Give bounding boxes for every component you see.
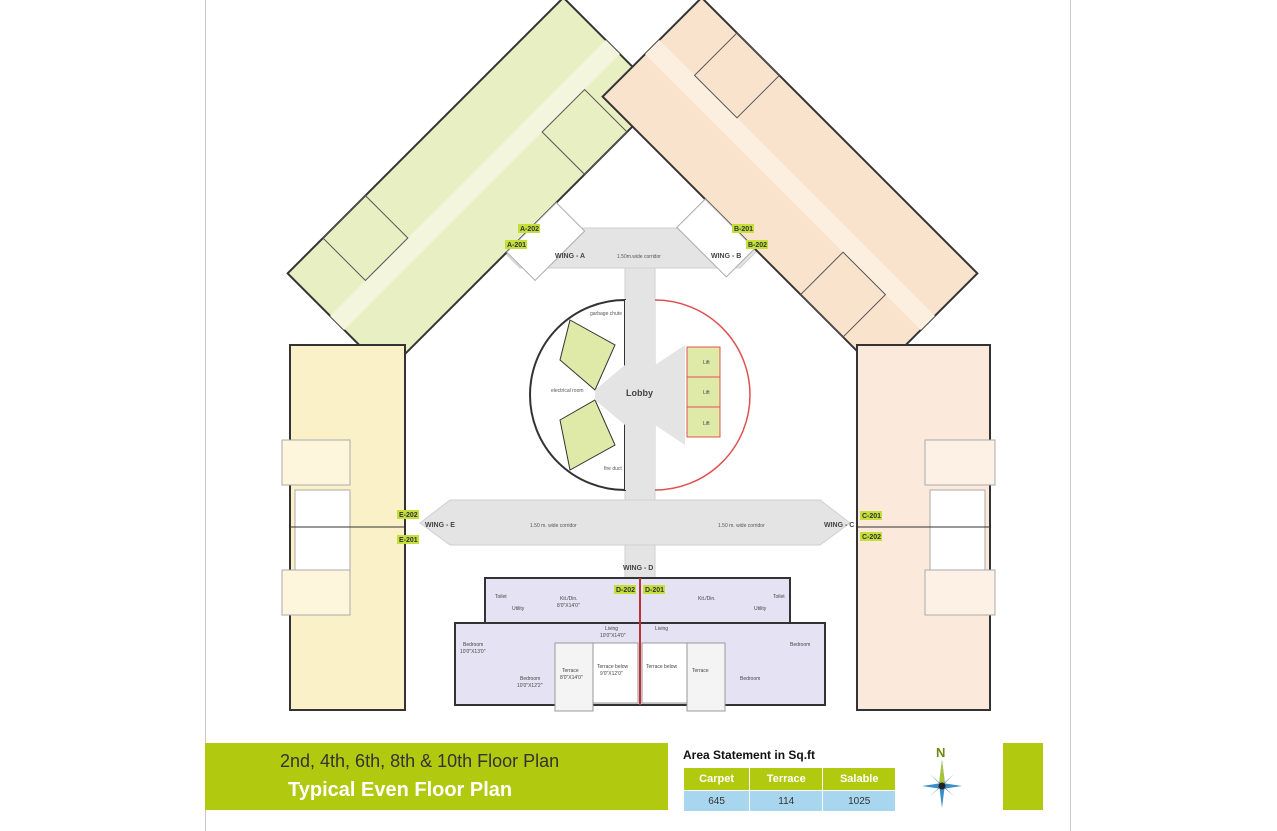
area-statement-heading: Area Statement in Sq.ft <box>683 748 816 762</box>
wing-d-label: WING - D <box>623 565 653 572</box>
wing-b <box>601 0 979 374</box>
wing-c <box>856 344 996 711</box>
wing-e <box>281 344 406 711</box>
room-dim: 10'0"X12'2" <box>517 683 543 689</box>
unit-tag-d202: D-202 <box>616 587 635 594</box>
compass-rose-icon: N <box>922 745 962 808</box>
lobby-label: Lobby <box>626 388 653 398</box>
floor-plan: WING - E WING - C 1.50 m. wide corridor … <box>281 0 996 712</box>
room-terrace-d2: Terrace <box>562 668 579 674</box>
room-living-d1: Living <box>655 626 668 632</box>
room-terrace-below-d1: Terrace below <box>646 664 678 670</box>
wing-a-label: WING - A <box>555 253 585 260</box>
val-carpet: 645 <box>682 790 751 812</box>
lift-label-3: Lift <box>703 421 710 427</box>
room-kitdin-d1: Kit./Din. <box>698 596 716 602</box>
lobby-core <box>529 298 751 492</box>
val-terrace: 114 <box>749 790 824 812</box>
electrical-room-label: electrical room <box>551 388 584 394</box>
area-statement: Area Statement in Sq.ft Carpet Terrace S… <box>682 748 898 812</box>
unit-tags: A-201 A-202 B-201 B-202 C-201 C-202 D-20… <box>397 224 882 594</box>
room-toilet-d2: Toilet <box>495 594 507 600</box>
room-bedroom-d2-1: Bedroom <box>463 642 483 648</box>
room-bedroom-d1-1: Bedroom <box>790 642 810 648</box>
room-utility-d2: Utility <box>512 606 525 612</box>
room-dim: 8'0"X14'0" <box>557 603 580 609</box>
room-dim: 8'0"X14'0" <box>560 675 583 681</box>
room-dim: 10'0"X13'0" <box>460 649 486 655</box>
room-dim: 9'0"X12'0" <box>600 671 623 677</box>
room-utility-d1: Utility <box>754 606 767 612</box>
corridor-left-label: 1.50 m. wide corridor <box>530 523 577 529</box>
wing-d <box>454 577 826 712</box>
unit-tag-e202: E-202 <box>399 512 418 519</box>
unit-tag-e201: E-201 <box>399 537 418 544</box>
corridor-top-label: 1.50m.wide corridor <box>617 254 661 260</box>
lift-label-1: Lift <box>703 360 710 366</box>
frame-left <box>205 0 206 831</box>
unit-tag-d201: D-201 <box>645 587 664 594</box>
unit-tag-a202: A-202 <box>520 226 539 233</box>
green-accent-strip <box>1003 743 1043 810</box>
title-banner: 2nd, 4th, 6th, 8th & 10th Floor Plan Typ… <box>205 743 668 810</box>
area-table: Carpet Terrace Salable 645 114 1025 <box>682 767 896 812</box>
room-dim: 10'0"X14'0" <box>600 633 626 639</box>
unit-tag-c201: C-201 <box>862 513 881 520</box>
room-living-d2: Living <box>605 626 618 632</box>
corridor-right-label: 1.50 m. wide corridor <box>718 523 765 529</box>
unit-tag-b202: B-202 <box>748 242 767 249</box>
wing-c-label: WING - C <box>824 522 854 529</box>
unit-tag-c202: C-202 <box>862 534 881 541</box>
val-salable: 1025 <box>822 790 896 812</box>
wing-b-label: WING - B <box>711 253 741 260</box>
col-salable: Salable <box>822 767 896 791</box>
room-bedroom-d1-2: Bedroom <box>740 676 760 682</box>
north-label: N <box>936 745 945 760</box>
floor-list-subtitle: 2nd, 4th, 6th, 8th & 10th Floor Plan <box>280 751 560 771</box>
frame-right <box>1070 0 1071 831</box>
fire-duct-label: fire duct <box>604 466 622 472</box>
lift-label-2: Lift <box>703 390 710 396</box>
garbage-chute-label: garbage chute <box>590 311 622 317</box>
col-carpet: Carpet <box>682 767 751 791</box>
room-terrace-d1: Terrace <box>692 668 709 674</box>
col-terrace: Terrace <box>749 767 824 791</box>
room-kitdin-d2: Kit./Din. <box>560 596 578 602</box>
room-terrace-below-d2: Terrace below <box>597 664 629 670</box>
plan-title: Typical Even Floor Plan <box>288 779 513 801</box>
unit-tag-a201: A-201 <box>507 242 526 249</box>
room-toilet-d1: Toilet <box>773 594 785 600</box>
unit-tag-b201: B-201 <box>734 226 753 233</box>
wing-e-label: WING - E <box>425 522 455 529</box>
wing-a <box>286 0 664 374</box>
room-bedroom-d2-2: Bedroom <box>520 676 540 682</box>
